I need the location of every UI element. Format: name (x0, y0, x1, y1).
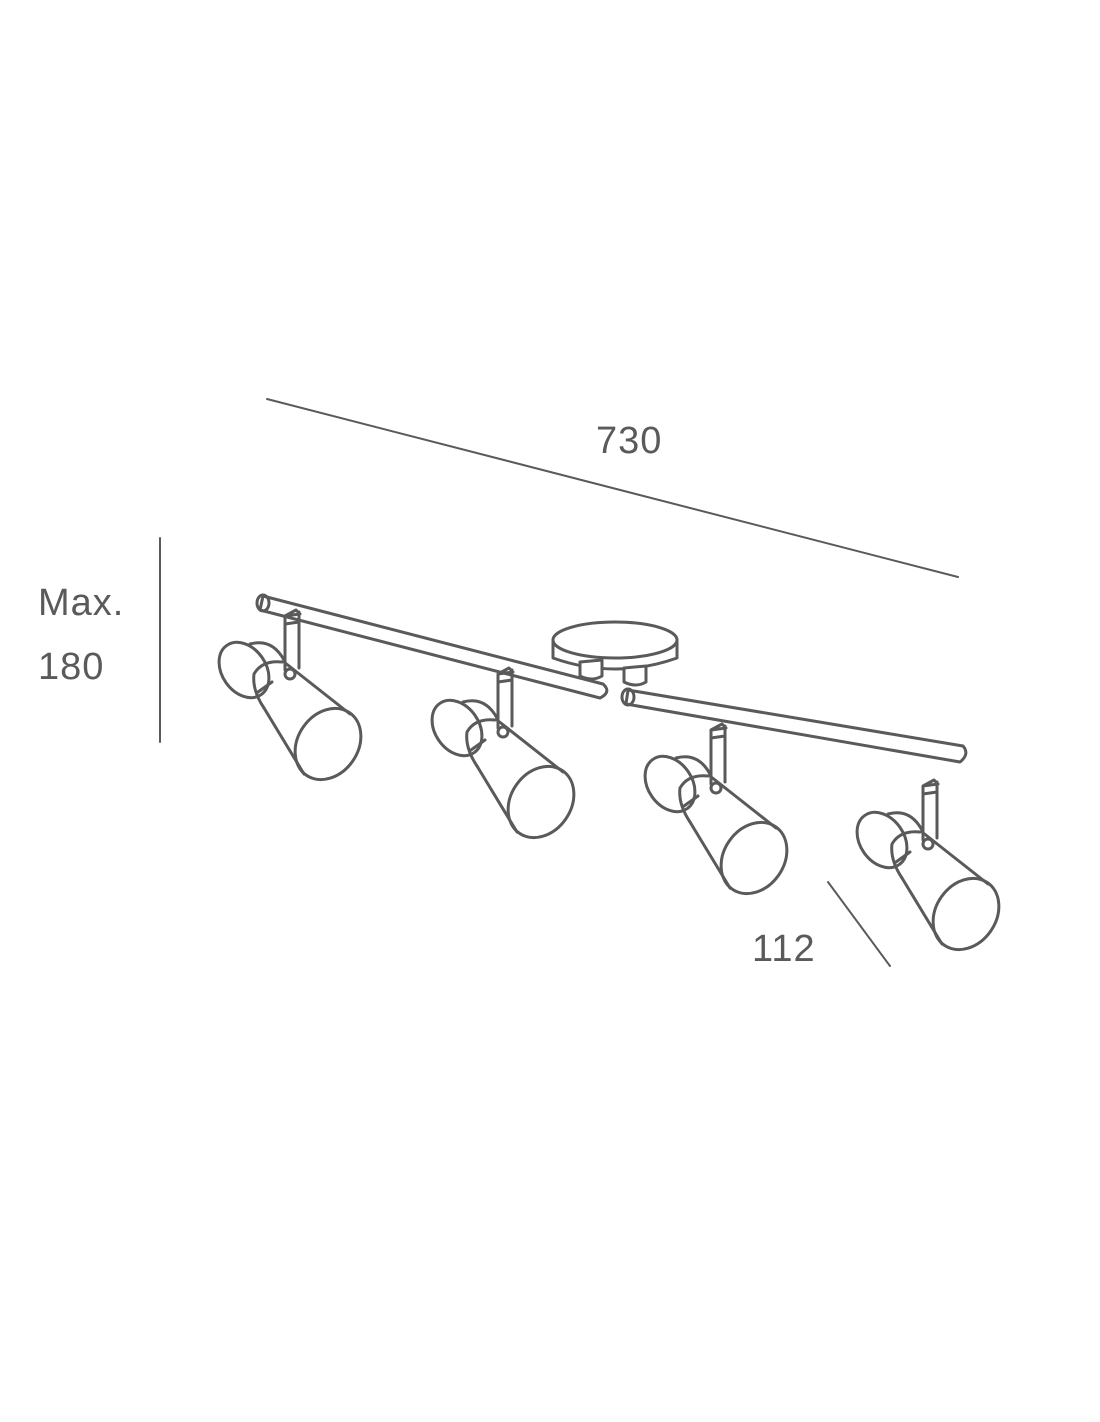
left-bar (255, 593, 609, 700)
width-dimension-label: 730 (596, 420, 663, 462)
shade-dimension-line (827, 881, 891, 967)
spotlight-4 (845, 778, 1014, 964)
width-dimension-line (266, 398, 959, 578)
ceiling-canopy (551, 620, 679, 687)
spotlight-3 (633, 722, 802, 908)
spotlight-1 (207, 608, 376, 794)
right-bar (620, 687, 968, 764)
shade-dimension-label: 112 (752, 928, 816, 970)
height-dimension-label-value: 180 (38, 646, 105, 688)
spotlight-2 (420, 666, 589, 852)
height-dimension-label-max: Max. (38, 582, 125, 624)
